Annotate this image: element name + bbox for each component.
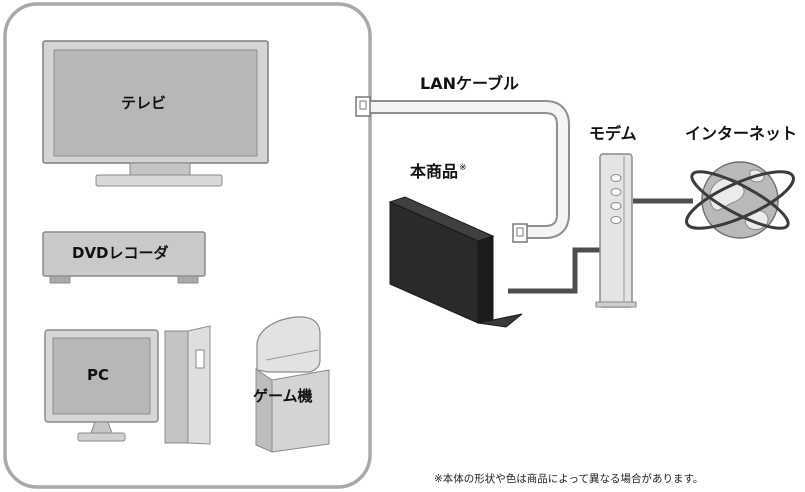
tv-device: [42, 40, 269, 187]
product-note-mark: ※: [459, 163, 467, 173]
wire-product-to-modem: [508, 247, 600, 294]
internet-label: インターネット: [685, 124, 798, 143]
lan-plug-right: [512, 223, 528, 243]
dvd-recorder-device: [42, 231, 206, 284]
lan-plug-left: [355, 96, 371, 117]
internet-globe-icon: [685, 161, 795, 239]
modem-label: モデム: [589, 124, 637, 143]
pc-monitor: [44, 329, 159, 442]
pc-tower: [164, 325, 211, 445]
game-console: [255, 316, 330, 453]
modem-device: [595, 153, 637, 308]
footnote: ※本体の形状や色は商品によって異なる場合があります。: [434, 473, 704, 485]
lan-cable: [355, 96, 570, 243]
pc-label: PC: [87, 366, 110, 384]
game-console-label: ゲーム機: [253, 387, 313, 405]
product-device: [388, 196, 523, 328]
lan-cable-label: LANケーブル: [420, 74, 520, 93]
product-label: 本商品※: [410, 162, 467, 181]
tv-label: テレビ: [121, 94, 167, 112]
dvd-recorder-label: DVDレコーダ: [72, 244, 169, 262]
